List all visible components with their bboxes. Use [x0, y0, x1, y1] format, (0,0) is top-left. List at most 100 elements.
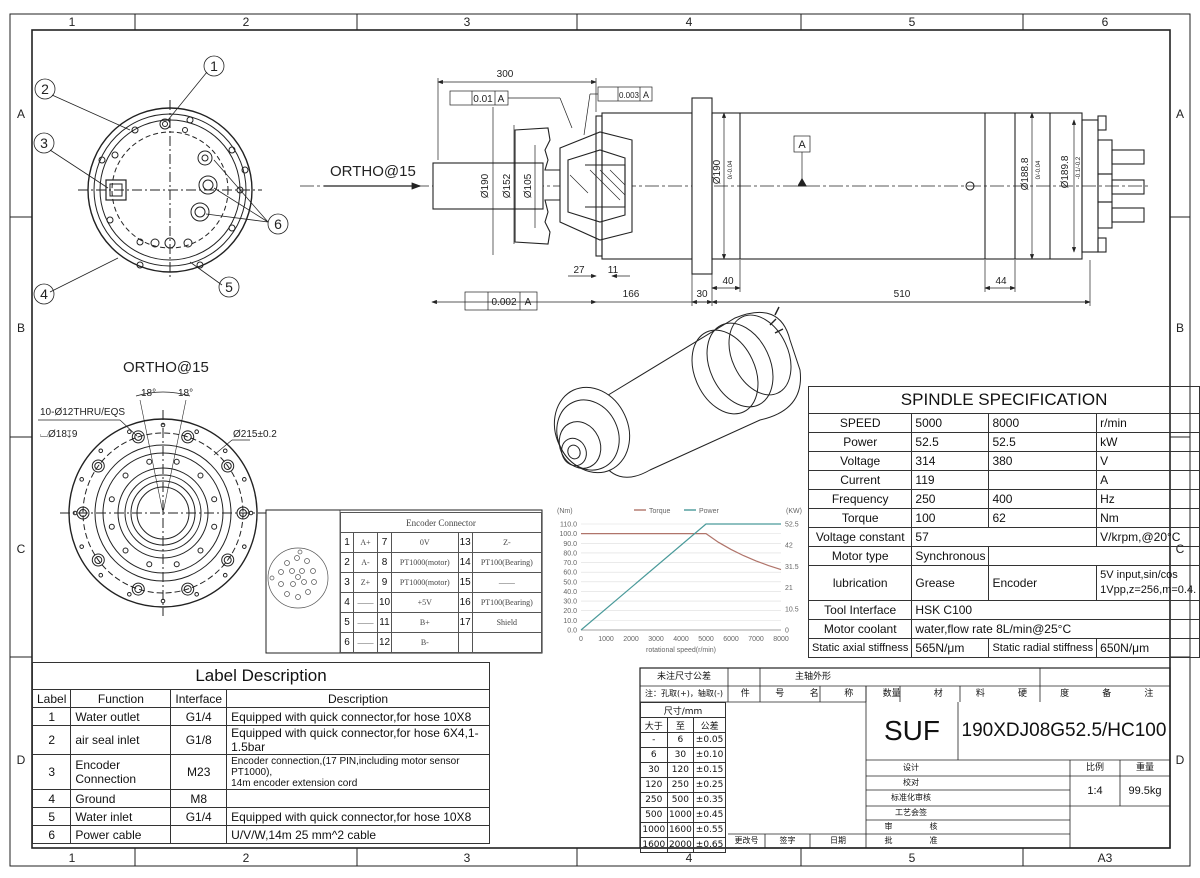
svg-text:30: 30 [696, 289, 708, 300]
svg-text:6: 6 [274, 216, 282, 232]
rim-hole [160, 598, 166, 604]
spec-title: SPINDLE SPECIFICATION [807, 386, 1200, 414]
flange-holes [72, 422, 254, 604]
y-right-tick-label: 0 [785, 628, 789, 635]
svg-text:3: 3 [464, 15, 471, 29]
weight-label: 重量 [1135, 763, 1154, 773]
y-left-tick-label: 110.0 [560, 522, 577, 529]
y-left-tick-label: 60.0 [563, 570, 577, 577]
scale-label: 比例 [1085, 763, 1104, 773]
rim-hole [98, 448, 104, 454]
svg-text:A: A [798, 139, 806, 151]
rim-hole [194, 429, 199, 434]
x-tick-label: 1000 [598, 636, 614, 643]
flange-hole-inner [223, 556, 232, 565]
y-right-tick-label: 10.5 [785, 606, 799, 613]
svg-text:1: 1 [210, 58, 218, 74]
svg-text:A: A [17, 107, 25, 121]
footer-date: 日期 [830, 836, 846, 845]
svg-text:A: A [1176, 107, 1184, 121]
svg-text:5: 5 [225, 279, 233, 295]
y-left-tick-label: 80.0 [563, 550, 577, 557]
x-tick-label: 6000 [723, 636, 739, 643]
bolt-hole [211, 523, 218, 530]
tol-note: 注：孔取(+)，轴取(-) [644, 689, 724, 698]
rim-hole [222, 572, 228, 578]
callout-numbers: 1 2 3 4 5 6 [40, 58, 282, 302]
svg-text:-0.1/-0.2: -0.1/-0.2 [1076, 156, 1082, 179]
y-left-tick-label: 30.0 [563, 599, 577, 606]
x-tick-label: 4000 [673, 636, 689, 643]
ortho-label-top: ORTHO@15 [330, 163, 416, 180]
x-tick-label: 8000 [773, 636, 789, 643]
encoder-title: Encoder Connector [340, 512, 542, 533]
flange-hole-inner [79, 509, 87, 517]
y-right-tick-label: 21 [785, 585, 793, 592]
svg-text:A: A [498, 94, 505, 105]
y-left-tick-label: 90.0 [563, 541, 577, 548]
svg-text:⌴Ø18↧9: ⌴Ø18↧9 [40, 429, 78, 440]
svg-text:44: 44 [995, 276, 1007, 287]
flange-hole [181, 430, 195, 444]
footer-sign: 签字 [779, 836, 796, 845]
svg-text:0/-0.04: 0/-0.04 [1036, 160, 1042, 179]
bolt-hole [122, 472, 129, 479]
svg-text:Ø190: Ø190 [712, 159, 723, 184]
table-row: -6±0.05 [640, 732, 726, 748]
flange-hole [221, 459, 235, 473]
rim-hole [222, 448, 228, 454]
svg-text:0.002: 0.002 [491, 297, 516, 308]
flange-hole-inner [94, 556, 103, 565]
svg-text:6: 6 [1102, 15, 1109, 29]
flange-hole-inner [183, 432, 192, 441]
y-left-tick-label: 100.0 [559, 531, 577, 538]
rim-hole [72, 510, 78, 516]
svg-text:0.003: 0.003 [619, 91, 640, 100]
svg-text:40: 40 [722, 276, 734, 287]
header-cols-left: 件号名称 [740, 689, 854, 699]
svg-text:Ø215±0.2: Ø215±0.2 [233, 429, 277, 440]
flange-hole-inner [94, 461, 103, 470]
side-dimensions [324, 78, 1091, 311]
y-left-tick-label: 10.0 [563, 618, 577, 625]
role-check: 校对 [903, 778, 919, 787]
y-left-tick-label: 50.0 [563, 579, 577, 586]
legend-label: Torque [649, 508, 671, 515]
y-right-tick-label: 42 [785, 543, 793, 550]
role-approve: 批准 [884, 836, 938, 845]
role-process: 工艺会签 [895, 808, 927, 817]
part-head: 主轴外形 [794, 672, 831, 682]
svg-text:0.01: 0.01 [473, 94, 493, 105]
rim-hole [194, 592, 199, 597]
bolt-hole [108, 496, 115, 503]
front-view [38, 391, 266, 616]
rim-hole [79, 544, 84, 549]
role-standard: 标准化审核 [891, 793, 931, 802]
svg-text:Ø188.8: Ø188.8 [1020, 157, 1031, 190]
rim-hole [242, 477, 247, 482]
rim-hole [242, 544, 247, 549]
svg-text:510: 510 [894, 289, 911, 300]
company-name: SUF [884, 715, 940, 746]
side-view [300, 97, 1150, 275]
footer-change: 更改号 [734, 836, 759, 845]
svg-text:5: 5 [909, 851, 916, 865]
svg-text:2: 2 [243, 851, 250, 865]
